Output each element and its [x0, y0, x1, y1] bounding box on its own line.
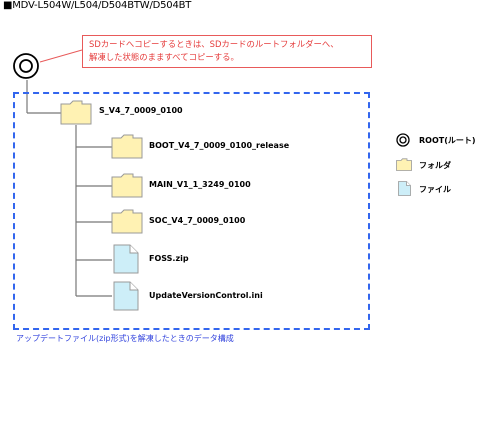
- legend-folder-icon: [396, 158, 412, 171]
- root-icon: [13, 53, 39, 79]
- page-title: ■MDV-L504W/L504/D504BTW/D504BT: [3, 0, 192, 11]
- diagram-caption: アップデートファイル(zip形式)を解凍したときのデータ構成: [16, 334, 234, 343]
- legend-file-label: ファイル: [419, 185, 451, 194]
- folder-icon: [111, 134, 143, 159]
- tree-child-label: FOSS.zip: [149, 254, 189, 263]
- note-line-2: 解凍した状態のまますべてコピーする。: [89, 52, 239, 62]
- data-structure-frame: [13, 92, 370, 330]
- tree-child-label: MAIN_V1_1_3249_0100: [149, 180, 251, 189]
- file-icon: [113, 244, 139, 274]
- folder-icon: [60, 100, 92, 125]
- note-callout: SDカードへコピーするときは、SDカードのルートフォルダーへ、 解凍した状態のま…: [82, 35, 372, 68]
- legend-root-label: ROOT(ルート): [419, 136, 476, 145]
- legend-file-icon: [398, 181, 411, 196]
- folder-icon: [111, 209, 143, 234]
- file-icon: [113, 281, 139, 311]
- tree-child-label: UpdateVersionControl.ini: [149, 291, 263, 300]
- tree-child-label: SOC_V4_7_0009_0100: [149, 216, 246, 225]
- tree-root-folder-label: S_V4_7_0009_0100: [99, 106, 183, 115]
- note-line-1: SDカードへコピーするときは、SDカードのルートフォルダーへ、: [89, 39, 339, 49]
- legend-folder-label: フォルダ: [419, 161, 451, 170]
- legend-root-icon: [396, 133, 410, 147]
- tree-child-label: BOOT_V4_7_0009_0100_release: [149, 141, 290, 150]
- folder-icon: [111, 173, 143, 198]
